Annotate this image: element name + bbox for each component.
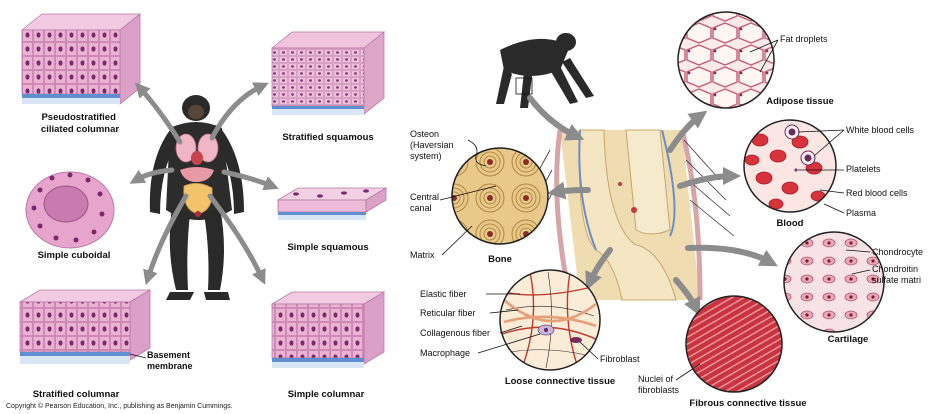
connective-diagram: Osteon (Haversian system) Central canal … — [400, 0, 935, 414]
chimp-walking — [496, 33, 594, 108]
simple-squamous-block — [278, 188, 386, 220]
copyright-note: Copyright © Pearson Education, Inc., pub… — [6, 403, 233, 410]
label-collagenous-fiber: Collagenous fiber — [420, 328, 490, 338]
label-bone: Bone — [488, 254, 512, 265]
label-simple-cuboidal: Simple cuboidal — [38, 250, 111, 261]
label-reticular-fiber: Reticular fiber — [420, 308, 476, 318]
label-osteon: Osteon (Haversian system) — [410, 129, 456, 161]
label-simple-squamous: Simple squamous — [287, 242, 368, 253]
fibrous-connective-micrograph — [686, 296, 782, 392]
label-chondroitin: Chondroitin sulfate matri — [872, 264, 921, 285]
label-simple-columnar: Simple columnar — [288, 389, 365, 400]
simple-cuboidal-tube — [26, 172, 114, 248]
label-basement-membrane: Basement membrane — [147, 350, 193, 371]
label-elastic-fiber: Elastic fiber — [420, 289, 467, 299]
label-matrix: Matrix — [410, 250, 435, 260]
connective-tissue-panel: Osteon (Haversian system) Central canal … — [400, 0, 935, 414]
label-fibroblast: Fibroblast — [600, 354, 640, 364]
epithelial-tissue-panel: Pseudostratified ciliated columnar Strat… — [0, 0, 400, 414]
epithelial-diagram: Pseudostratified ciliated columnar Strat… — [0, 0, 400, 414]
label-red-blood-cells: Red blood cells — [846, 188, 908, 198]
label-central-canal: Central canal — [410, 192, 442, 213]
label-blood: Blood — [777, 218, 804, 229]
label-stratified-columnar: Stratified columnar — [33, 389, 120, 400]
pseudostratified-block — [22, 14, 140, 104]
adipose-micrograph — [678, 12, 774, 108]
label-nuclei-of-fibroblasts: Nuclei of fibroblasts — [638, 374, 680, 395]
bone-micrograph — [450, 146, 550, 246]
cartilage-micrograph — [784, 232, 884, 332]
label-pseudostratified: Pseudostratified ciliated columnar — [41, 112, 119, 135]
label-plasma: Plasma — [846, 208, 876, 218]
label-macrophage: Macrophage — [420, 348, 470, 358]
label-cartilage: Cartilage — [828, 334, 869, 345]
label-fat-droplets: Fat droplets — [780, 34, 828, 44]
stratified-columnar-block — [20, 290, 150, 364]
loose-connective-micrograph — [500, 270, 600, 370]
label-platelets: Platelets — [846, 164, 881, 174]
label-chondrocyte: Chondrocyte — [872, 247, 923, 257]
label-fibrous-connective-tissue: Fibrous connective tissue — [689, 398, 806, 409]
label-loose-connective-tissue: Loose connective tissue — [505, 376, 615, 387]
simple-columnar-block — [272, 292, 384, 368]
label-stratified-squamous: Stratified squamous — [282, 132, 373, 143]
stratified-squamous-block — [272, 32, 384, 115]
label-white-blood-cells: White blood cells — [846, 125, 915, 135]
chimpanzee-figure — [150, 95, 244, 300]
blood-micrograph — [744, 120, 836, 212]
label-adipose-tissue: Adipose tissue — [766, 96, 834, 107]
